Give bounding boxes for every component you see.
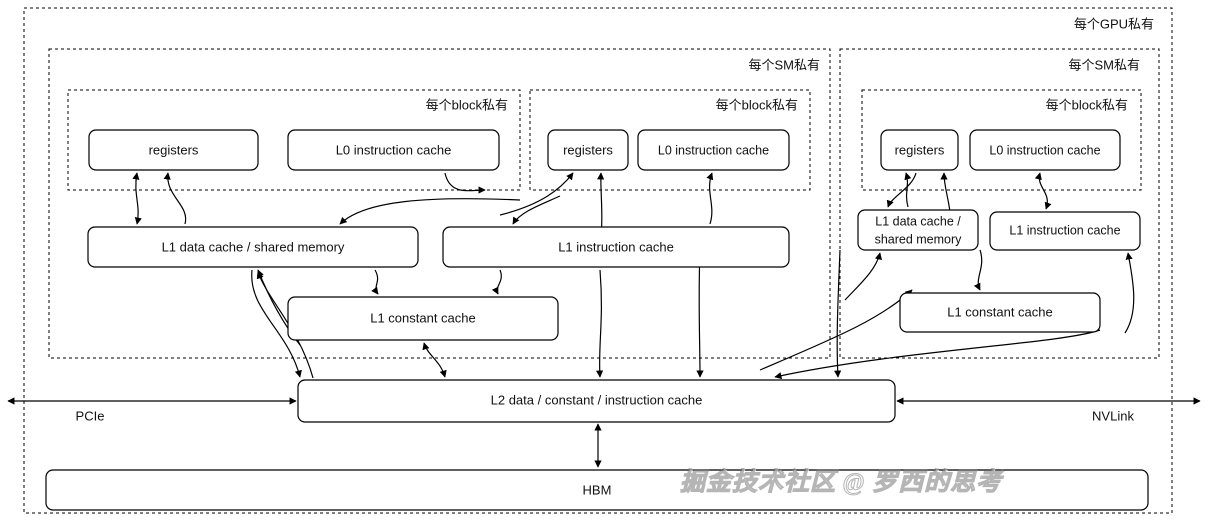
node-l1-dcache-1-label: L1 data cache / shared memory: [162, 239, 345, 254]
group-sm-left-frame: [48, 48, 831, 359]
edge-l1ccache3-l2: [774, 329, 1101, 380]
edge-sm2-to-l2-a: [834, 249, 842, 378]
node-l1-dcache-3[interactable]: L1 data cache / shared memory: [857, 209, 979, 251]
node-l1-dcache-3-label-line2: shared memory: [875, 232, 963, 246]
node-hbm-label: HBM: [583, 482, 612, 497]
group-gpu-frame: [23, 7, 1173, 514]
edge-l1icache3-registers3: [940, 172, 951, 213]
node-l1-ccache-3[interactable]: L1 constant cache: [899, 292, 1101, 333]
edge-l1dcache1-registers1: [163, 172, 187, 225]
group-block-2-frame: [529, 89, 811, 191]
link-label-pcie: PCIe: [76, 408, 105, 423]
group-label-gpu: 每个GPU私有: [1074, 16, 1154, 31]
node-registers-2[interactable]: registers: [547, 129, 629, 171]
node-registers-1[interactable]: registers: [88, 129, 259, 171]
node-l2-cache[interactable]: L2 data / constant / instruction cache: [297, 379, 896, 423]
node-registers-3-label: registers: [895, 142, 945, 157]
edge-l2-l1dcache1: [256, 271, 314, 379]
node-l1-icache-3[interactable]: L1 instruction cache: [989, 211, 1141, 251]
node-l0-icache-1-label: L0 instruction cache: [336, 142, 452, 157]
edge-l2-l1dcache3: [844, 252, 883, 301]
node-registers-1-label: registers: [149, 142, 199, 157]
edge-l1dcache3-registers3: [904, 172, 912, 208]
node-l1-icache-1[interactable]: L1 instruction cache: [442, 226, 790, 268]
edge-feed-l1dcache1: [339, 198, 521, 225]
node-l1-icache-3-label: L1 instruction cache: [1009, 223, 1120, 237]
node-l1-ccache-1[interactable]: L1 constant cache: [287, 296, 559, 341]
edge-l1dcache1-l1ccache1: [371, 269, 379, 295]
node-l1-ccache-1-label: L1 constant cache: [370, 310, 476, 325]
node-l0-icache-2[interactable]: L0 instruction cache: [637, 129, 790, 171]
node-l0-icache-2-label: L0 instruction cache: [658, 143, 769, 157]
node-l0-icache-3[interactable]: L0 instruction cache: [969, 129, 1121, 171]
node-l1-dcache-3-label-line1: L1 data cache /: [875, 214, 961, 228]
edge-l1dcache3-l1ccache3: [973, 249, 983, 291]
edge-l1ccache3-l1icache3: [1124, 252, 1135, 334]
edge-registers3-l1dcache3: [886, 172, 917, 208]
node-l1-dcache-1[interactable]: L1 data cache / shared memory: [87, 226, 419, 268]
node-registers-2-label: registers: [563, 142, 613, 157]
node-l0-icache-1[interactable]: L0 instruction cache: [287, 129, 500, 171]
edge-feed-l1icache1: [512, 195, 561, 225]
edge-l1icache1-l2: [596, 269, 604, 378]
link-label-nvlink: NVLink: [1092, 408, 1134, 423]
group-block-3-frame: [861, 89, 1142, 191]
node-l1-icache-1-label: L1 instruction cache: [558, 239, 674, 254]
edge-l0icache3-down: [1034, 172, 1052, 210]
edge-registers1-l1dcache1: [132, 172, 142, 225]
edge-l1dcache1-l2: [251, 269, 302, 378]
edge-l1ccache1-l2: [422, 342, 447, 378]
edge-l1icache1-l0icache1: [444, 172, 486, 194]
edge-l1icache1-l1ccache1: [491, 269, 502, 295]
edge-feed-registers2-a: [499, 172, 574, 216]
node-l1-ccache-3-label: L1 constant cache: [947, 304, 1053, 319]
group-label-block-2: 每个block私有: [716, 97, 798, 112]
group-label-sm-left: 每个SM私有: [748, 57, 820, 72]
node-l0-icache-3-label: L0 instruction cache: [989, 143, 1100, 157]
group-frames: [23, 7, 1173, 514]
group-label-block-1: 每个block私有: [426, 97, 508, 112]
node-registers-3[interactable]: registers: [880, 129, 959, 171]
nodes: registers L0 instruction cache registers…: [45, 129, 1149, 511]
node-hbm[interactable]: HBM: [45, 469, 1149, 511]
edge-l1icache1-l0icache2: [706, 172, 714, 225]
group-sm-right-frame: [839, 48, 1160, 359]
group-label-sm-right: 每个SM私有: [1068, 57, 1140, 72]
group-label-block-3: 每个block私有: [1046, 97, 1128, 112]
node-l2-cache-label: L2 data / constant / instruction cache: [491, 392, 703, 407]
